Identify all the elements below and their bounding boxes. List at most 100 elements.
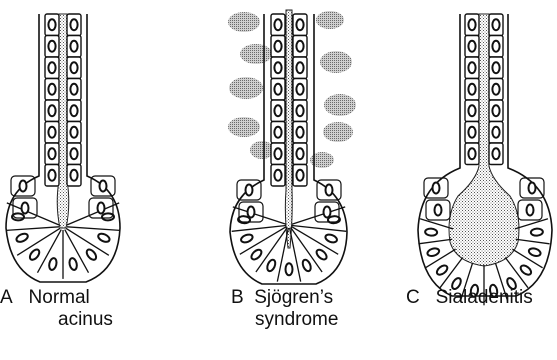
caption-c: C Sialadenitis [406, 287, 533, 309]
cell-nucleus [70, 127, 77, 138]
cell-nucleus [468, 19, 475, 30]
cell-nucleus [529, 183, 536, 194]
cell-nucleus [296, 84, 303, 95]
cell-nucleus [492, 84, 499, 95]
lymphocytic-infiltrate [316, 11, 344, 29]
cell-nucleus [468, 84, 475, 95]
cell-nucleus [48, 257, 58, 270]
cell-nucleus [100, 181, 107, 192]
panel-a-normal-acinus [6, 14, 120, 282]
cell-nucleus [527, 205, 534, 216]
cell-nucleus [492, 105, 499, 116]
cell-nucleus [15, 232, 29, 243]
cell-nucleus [492, 148, 499, 159]
lymphocytic-infiltrate [320, 51, 352, 73]
cell-nucleus [68, 257, 78, 270]
cell-boundary [67, 227, 120, 231]
lymphocytic-infiltrate [323, 122, 353, 142]
cell-nucleus [48, 84, 55, 95]
cell-nucleus [70, 170, 77, 181]
cell-nucleus [468, 105, 475, 116]
panel-c-sialadenitis [418, 14, 552, 305]
cell-nucleus [324, 207, 331, 218]
cell-nucleus [296, 105, 303, 116]
lymphocytic-infiltrate [228, 117, 260, 137]
cell-nucleus [48, 105, 55, 116]
acinar-lumen [285, 10, 292, 248]
cell-nucleus [433, 183, 440, 194]
cell-nucleus [274, 170, 281, 181]
cell-nucleus [274, 41, 281, 52]
cell-nucleus [468, 148, 475, 159]
cell-nucleus [315, 248, 329, 261]
cell-nucleus [301, 259, 312, 273]
caption-b-line1: Sjögren’s [254, 287, 333, 308]
cell-nucleus [296, 148, 303, 159]
cell-nucleus [519, 264, 533, 277]
cell-nucleus [274, 105, 281, 116]
cell-nucleus [20, 181, 27, 192]
lymphocytic-infiltrate [229, 77, 263, 99]
cell-nucleus [274, 62, 281, 73]
caption-b: B Sjögren’s syndrome [231, 287, 338, 331]
cell-nucleus [70, 105, 77, 116]
caption-b-line2: syndrome [231, 309, 338, 331]
cell-nucleus [248, 207, 255, 218]
cell-nucleus [326, 185, 333, 196]
cell-nucleus [70, 19, 77, 30]
cell-nucleus [274, 84, 281, 95]
cell-nucleus [48, 170, 55, 181]
cell-nucleus [468, 41, 475, 52]
cell-nucleus [468, 127, 475, 138]
cell-nucleus [70, 41, 77, 52]
cell-boundary [418, 239, 452, 244]
cell-nucleus [70, 62, 77, 73]
panel-letter-c: C [406, 287, 420, 309]
cell-nucleus [48, 41, 55, 52]
cell-nucleus [48, 148, 55, 159]
cell-nucleus [85, 248, 98, 262]
caption-a-line2: acinus [0, 309, 113, 331]
cell-boundary [232, 225, 286, 231]
cell-nucleus [48, 127, 55, 138]
cell-nucleus [296, 41, 303, 52]
cell-nucleus [492, 127, 499, 138]
cell-nucleus [296, 19, 303, 30]
caption-a-line1: Normal [29, 287, 90, 308]
caption-c-line1: Sialadenitis [436, 287, 533, 308]
cell-nucleus [528, 247, 542, 257]
cell-nucleus [468, 62, 475, 73]
cell-nucleus [28, 248, 41, 262]
cell-nucleus [427, 247, 441, 257]
cell-nucleus [492, 62, 499, 73]
panel-letter-a: A [0, 287, 13, 309]
cell-nucleus [70, 148, 77, 159]
cell-boundary [6, 227, 59, 231]
cell-nucleus [296, 62, 303, 73]
cell-nucleus [425, 228, 437, 236]
cell-nucleus [492, 19, 499, 30]
cell-nucleus [435, 264, 449, 277]
cell-nucleus [48, 19, 55, 30]
panel-b-sjogren-syndrome [228, 10, 356, 284]
cell-nucleus [274, 127, 281, 138]
cell-boundary [292, 225, 346, 231]
cell-nucleus [274, 19, 281, 30]
cell-nucleus [22, 203, 29, 214]
caption-a: A Normal acinus [0, 287, 113, 331]
lymphocytic-infiltrate [240, 44, 272, 64]
cell-nucleus [98, 203, 105, 214]
cell-nucleus [250, 248, 264, 261]
cell-nucleus [48, 62, 55, 73]
cell-nucleus [266, 259, 277, 273]
lymphocytic-infiltrate [228, 12, 260, 32]
cell-nucleus [246, 185, 253, 196]
cell-nucleus [296, 127, 303, 138]
cell-boundary [516, 239, 550, 244]
cell-nucleus [435, 205, 442, 216]
lymphocytic-infiltrate [324, 94, 356, 116]
cell-nucleus [240, 233, 254, 244]
cell-nucleus [286, 263, 293, 275]
cell-nucleus [97, 232, 111, 243]
